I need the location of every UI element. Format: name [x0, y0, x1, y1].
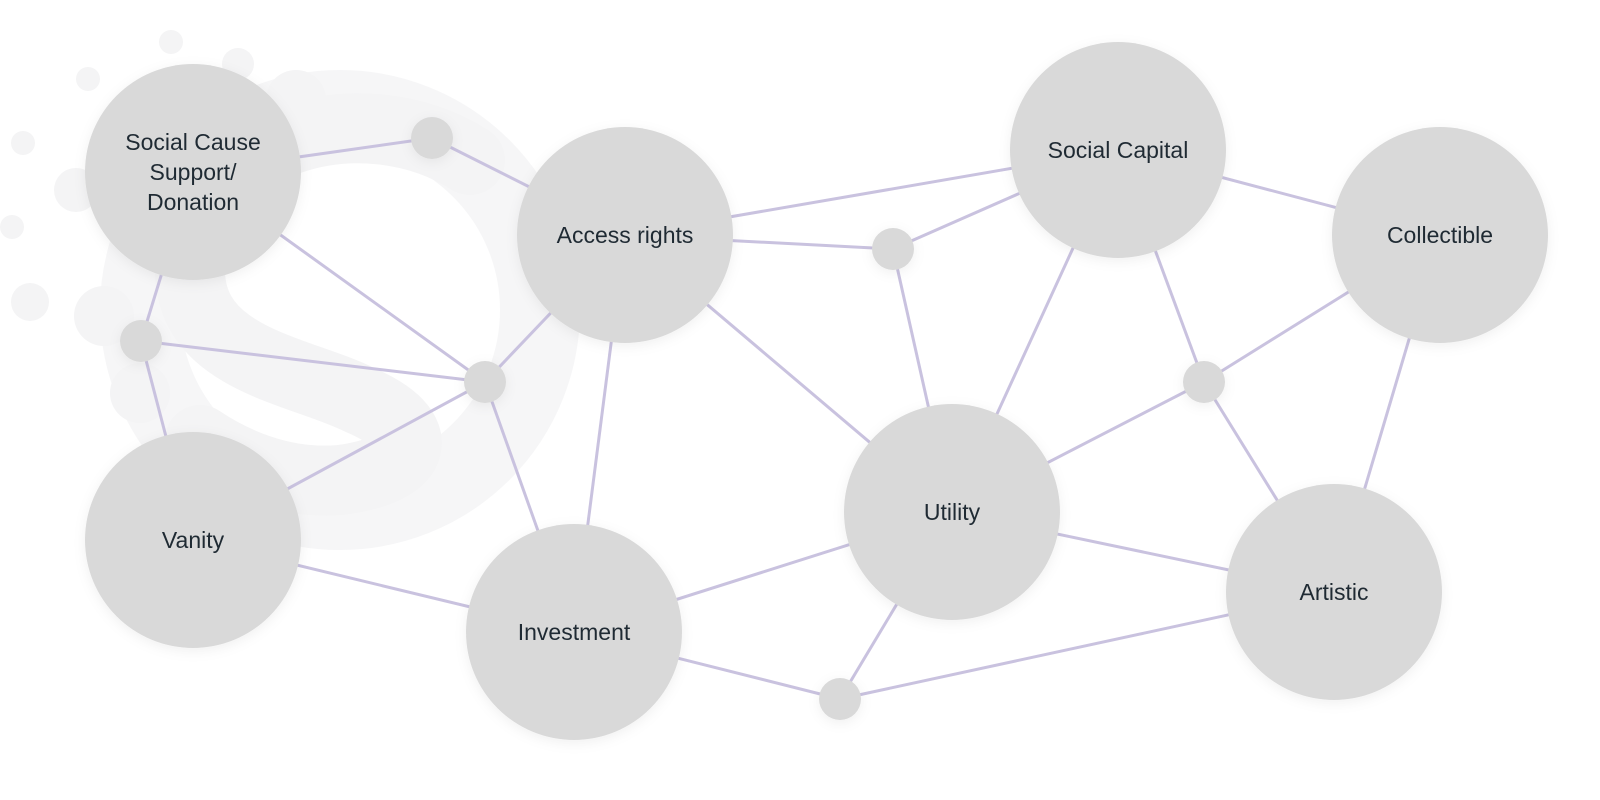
junction-hub-a[interactable] — [411, 117, 453, 159]
node-social-cause[interactable] — [85, 64, 301, 280]
edge-hub-b-hub-c — [140, 339, 486, 384]
node-access-rights[interactable] — [517, 127, 733, 343]
junction-hub-b[interactable] — [120, 320, 162, 362]
node-vanity[interactable] — [85, 432, 301, 648]
junction-hub-f[interactable] — [819, 678, 861, 720]
junction-hub-d[interactable] — [872, 228, 914, 270]
node-investment[interactable] — [466, 524, 682, 740]
junction-hub-e[interactable] — [1183, 361, 1225, 403]
node-utility[interactable] — [844, 404, 1060, 620]
junction-hub-c[interactable] — [464, 361, 506, 403]
node-social-capital[interactable] — [1010, 42, 1226, 258]
node-artistic[interactable] — [1226, 484, 1442, 700]
node-layer — [85, 42, 1548, 740]
node-collectible[interactable] — [1332, 127, 1548, 343]
logo-watermark — [0, 30, 580, 550]
